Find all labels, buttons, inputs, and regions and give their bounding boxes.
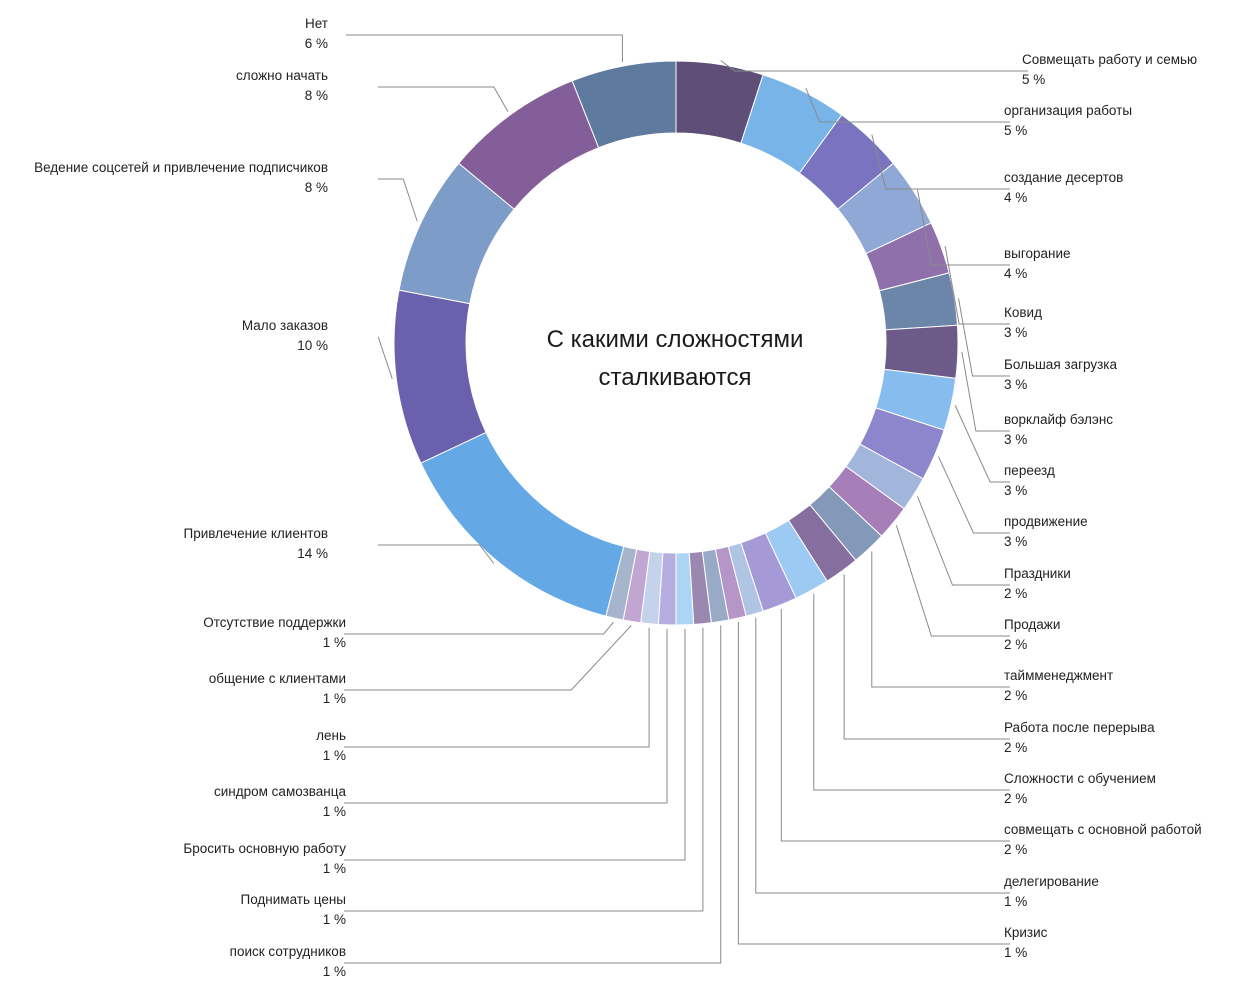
slice-value-23: 1 %	[323, 635, 346, 650]
leader-lines-group	[344, 34, 1028, 964]
slice-value-8: 3 %	[1004, 534, 1027, 549]
leader-line-6	[961, 351, 1010, 432]
slice-label-21: лень	[316, 728, 346, 743]
slice-24	[420, 431, 625, 617]
slice-label-11: таймменеджмент	[1004, 668, 1113, 683]
slice-value-26: 8 %	[305, 180, 328, 195]
leader-line-8	[938, 456, 1010, 534]
leader-line-17	[344, 625, 722, 964]
leader-line-11	[871, 551, 1010, 688]
slice-label-27: сложно начать	[236, 68, 328, 83]
slice-value-14: 2 %	[1004, 842, 1027, 857]
slice-value-2: 4 %	[1004, 190, 1027, 205]
slice-label-14: совмещать с основной работой	[1004, 822, 1202, 837]
slices-group	[393, 60, 959, 626]
slice-label-19: Бросить основную работу	[183, 841, 346, 856]
slice-label-25: Мало заказов	[242, 318, 328, 333]
slice-value-4: 3 %	[1004, 325, 1027, 340]
leader-line-20	[344, 628, 668, 804]
slice-value-6: 3 %	[1004, 432, 1027, 447]
slice-value-3: 4 %	[1004, 266, 1027, 281]
slice-label-4: Ковид	[1004, 305, 1042, 320]
slice-value-16: 1 %	[1004, 945, 1027, 960]
slice-value-21: 1 %	[323, 748, 346, 763]
slice-label-23: Отсутствие поддержки	[203, 615, 346, 630]
leader-line-21	[344, 627, 650, 748]
slice-label-7: переезд	[1004, 463, 1055, 478]
slice-label-13: Сложности с обучением	[1004, 771, 1156, 786]
leader-line-14	[780, 608, 1010, 842]
leader-line-27	[378, 86, 509, 112]
leader-line-23	[344, 621, 614, 635]
slice-label-6: ворклайф бэлэнс	[1004, 412, 1113, 427]
slice-label-17: поиск сотрудников	[230, 944, 346, 959]
leader-line-28	[346, 34, 623, 63]
slice-value-20: 1 %	[323, 804, 346, 819]
leader-line-24	[378, 544, 495, 564]
slice-value-17: 1 %	[323, 964, 346, 979]
slice-value-7: 3 %	[1004, 483, 1027, 498]
slice-value-9: 2 %	[1004, 586, 1027, 601]
labels-group: Совмещать работу и семью 5 % организация р…	[34, 16, 1202, 979]
slice-label-22: общение с клиентами	[209, 671, 346, 686]
slice-label-16: Кризис	[1004, 925, 1048, 940]
slice-label-1: организация работы	[1004, 103, 1132, 118]
leader-line-4	[944, 246, 1010, 325]
leader-line-13	[813, 593, 1010, 791]
leader-line-26	[378, 178, 418, 222]
slice-value-25: 10 %	[297, 338, 328, 353]
slice-label-12: Работа после перерыва	[1004, 720, 1155, 735]
leader-line-19	[344, 628, 686, 861]
slice-value-28: 6 %	[305, 36, 328, 51]
slice-value-22: 1 %	[323, 691, 346, 706]
slice-value-1: 5 %	[1004, 123, 1027, 138]
leader-line-3	[916, 189, 1010, 266]
leader-line-7	[954, 405, 1010, 483]
leader-line-1	[805, 87, 1010, 123]
leader-line-5	[957, 298, 1010, 377]
slice-label-20: синдром самозванца	[214, 784, 346, 799]
slice-25	[393, 289, 487, 464]
slice-value-27: 8 %	[305, 88, 328, 103]
chart-title-line-2: сталкиваются	[599, 364, 752, 391]
leader-line-16	[737, 622, 1010, 945]
leader-line-15	[755, 617, 1010, 894]
slice-value-0: 5 %	[1022, 72, 1045, 87]
slice-label-5: Большая загрузка	[1004, 357, 1118, 372]
slice-value-12: 2 %	[1004, 740, 1027, 755]
slice-value-11: 2 %	[1004, 688, 1027, 703]
leader-line-25	[377, 336, 393, 380]
leader-line-0	[720, 60, 1028, 72]
slice-value-10: 2 %	[1004, 637, 1027, 652]
slice-label-2: создание десертов	[1004, 170, 1123, 185]
slice-label-28: Нет	[305, 16, 328, 31]
slice-value-15: 1 %	[1004, 894, 1027, 909]
slice-value-18: 1 %	[323, 912, 346, 927]
leader-line-18	[344, 627, 704, 912]
slice-value-5: 3 %	[1004, 377, 1027, 392]
slice-label-24: Привлечение клиентов	[184, 526, 329, 541]
leader-line-2	[871, 134, 1010, 190]
slice-label-10: Продажи	[1004, 617, 1060, 632]
slice-label-15: делегирование	[1004, 874, 1099, 889]
leader-line-9	[917, 496, 1010, 586]
slice-value-24: 14 %	[297, 546, 328, 561]
slice-label-18: Поднимать цены	[241, 892, 347, 907]
leader-line-22	[344, 625, 632, 691]
slice-28	[571, 60, 677, 149]
slice-label-0: Совмещать работу и семью	[1022, 52, 1197, 67]
slice-label-9: Праздники	[1004, 566, 1071, 581]
slice-value-13: 2 %	[1004, 791, 1027, 806]
slice-label-3: выгорание	[1004, 246, 1071, 261]
slice-label-26: Ведение соцсетей и привлечение подписчик…	[34, 160, 328, 175]
leader-line-12	[843, 574, 1010, 740]
slice-value-19: 1 %	[323, 861, 346, 876]
chart-title-line-1: С какими сложностями	[547, 326, 804, 353]
leader-line-10	[895, 525, 1010, 637]
slice-label-8: продвижение	[1004, 514, 1088, 529]
